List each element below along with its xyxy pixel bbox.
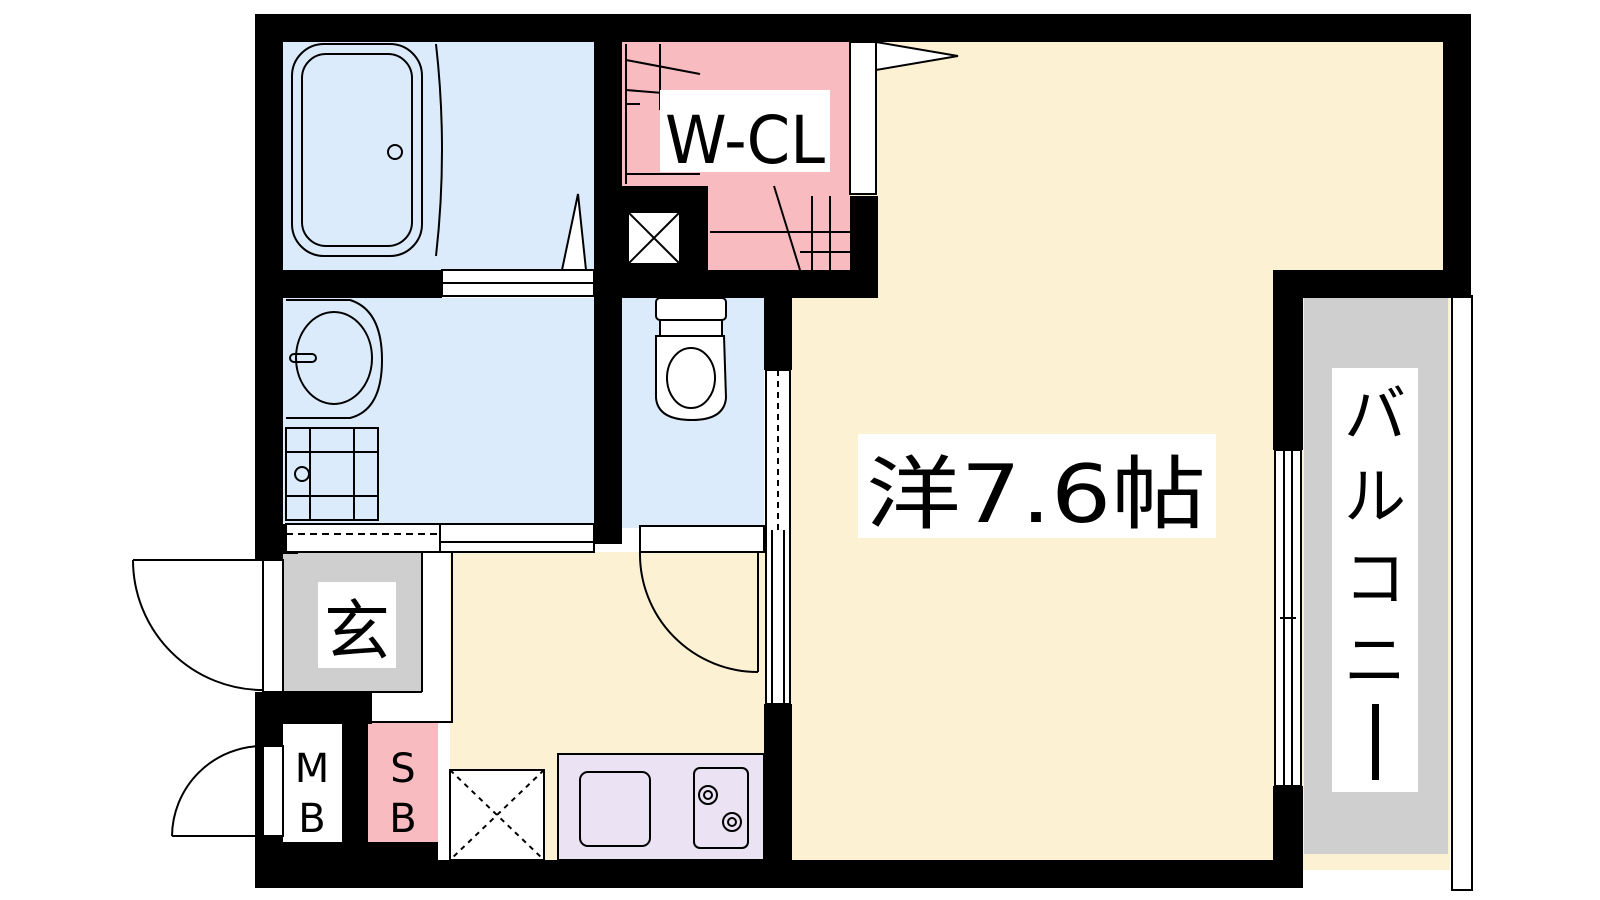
closet-label-bg (660, 90, 830, 172)
bathroom-door (441, 193, 595, 297)
kitchen-counter (557, 753, 765, 861)
fridge-space (449, 769, 545, 861)
closet-door (849, 40, 959, 195)
entrance-label: 玄 (324, 593, 390, 670)
western-room-label-bg (858, 434, 1216, 538)
meter-box-door (171, 745, 284, 837)
entrance-door (132, 559, 284, 693)
shoe-box-label-1: S (390, 746, 415, 792)
western-room-label: 洋7.6帖 (866, 448, 1206, 541)
balcony-label-char-1: バ (1344, 378, 1406, 451)
washroom-sliding-door (285, 523, 595, 553)
meter-box-label-1: M (295, 746, 330, 792)
balcony-long-vowel-mark (1372, 704, 1379, 780)
shoe-box-label-2: B (389, 796, 416, 842)
pipe-shaft (627, 211, 681, 265)
balcony-label-char-4: ニ (1344, 624, 1406, 697)
toilet-door (638, 525, 765, 673)
meter-box-label-2: B (298, 796, 325, 842)
entrance-step (282, 551, 453, 723)
closet-label: W-CL (665, 102, 825, 179)
balcony-window (1274, 449, 1302, 787)
balcony-label-char-3: コ (1344, 542, 1406, 615)
washing-machine-pan (285, 427, 379, 521)
washbasin (286, 299, 384, 419)
bathtub (291, 43, 443, 257)
toilet (655, 297, 728, 422)
closet-shelving (625, 44, 850, 271)
shoe-box (368, 722, 438, 862)
kitchen-window (765, 369, 791, 705)
meter-box (282, 722, 342, 862)
walls (255, 14, 1471, 888)
entrance-label-bg (318, 582, 396, 668)
balcony-railing (1451, 295, 1473, 891)
washroom-floor (282, 298, 594, 523)
balcony-label-char-2: ル (1344, 460, 1406, 533)
